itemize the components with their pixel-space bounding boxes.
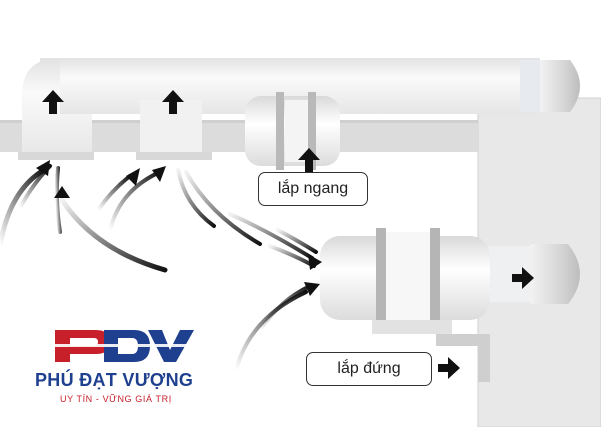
up-arrow-icon [298,148,320,172]
vertical-mount-label: lắp đứng [306,352,432,386]
airflow-arrowheads-left [36,160,140,198]
top-end-cap [540,60,580,112]
middle-vent-grille [136,152,212,160]
airflow-arrowheads-middle [152,166,166,182]
pdv-logo [55,330,195,362]
bottom-end-cap [530,244,580,304]
left-vent-grille [18,152,94,160]
brand-name: PHÚ ĐẠT VƯỢNG [35,370,194,390]
horizontal-mount-label: lắp ngang [258,172,368,206]
up-arrow-icon [42,90,64,114]
airflow-arrows-middle [108,168,262,246]
right-arrow-icon [512,267,534,289]
airflow-arrowheads-fan [304,254,322,296]
ceiling-beam-edge [0,120,478,123]
up-arrow-icon [162,90,184,114]
fan-vertical [320,228,580,382]
brand-slogan: UY TÍN - VỮNG GIÁ TRỊ [60,394,172,404]
fan-horizontal [245,92,340,170]
airflow-arrows-fan [228,212,318,372]
mounting-bracket [436,334,490,382]
airflow-arrows-left [0,164,168,273]
right-arrow-icon [438,357,460,379]
